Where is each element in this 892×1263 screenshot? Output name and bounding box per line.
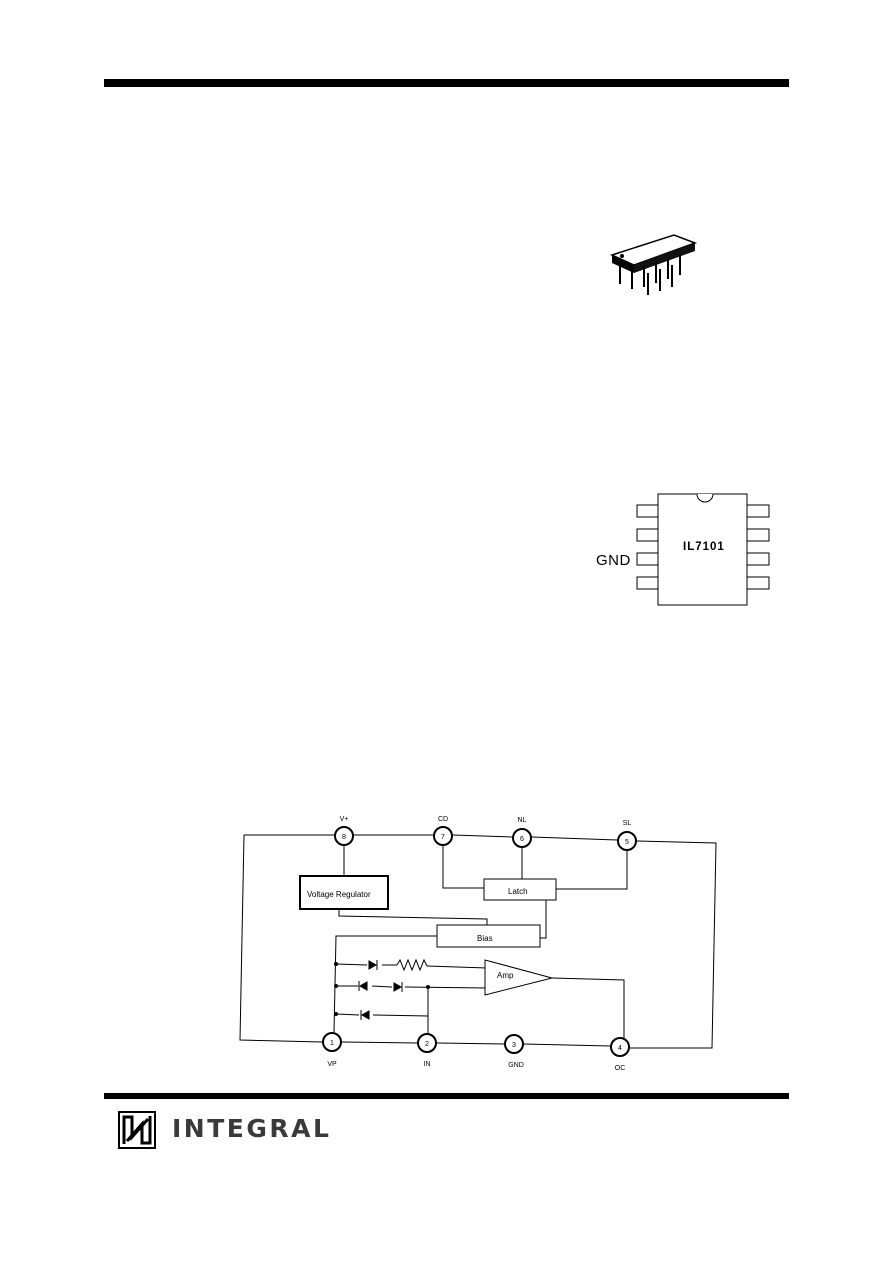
pin-2-number: 2 xyxy=(425,1041,429,1048)
block-diagram: Amp Voltage Regulator Latch Bias 1 2 3 4… xyxy=(239,816,717,1072)
pin-4-number: 4 xyxy=(618,1045,622,1052)
pin-4-label: OC xyxy=(615,1065,626,1072)
top-rule xyxy=(104,79,789,87)
brand-name: INTEGRAL xyxy=(172,1114,332,1143)
pin-6-label: NL xyxy=(518,817,527,824)
pin-8-number: 8 xyxy=(342,834,346,841)
pin-8-label: V+ xyxy=(340,816,349,823)
pin-2-label: IN xyxy=(424,1061,431,1068)
pin-6-number: 6 xyxy=(520,836,524,843)
gnd-pin-label: GND xyxy=(596,552,631,569)
latch-label: Latch xyxy=(508,887,528,896)
pin-7-label: CD xyxy=(438,816,448,823)
pin-3-label: GND xyxy=(508,1062,524,1069)
bottom-rule xyxy=(104,1093,789,1099)
integral-logo-icon xyxy=(118,1111,156,1149)
pin-5-label: SL xyxy=(623,820,632,827)
pin-3-number: 3 xyxy=(512,1042,516,1049)
amp-label: Amp xyxy=(497,971,514,980)
pin-7-number: 7 xyxy=(441,834,445,841)
pinout-diagram xyxy=(636,493,770,606)
chip-part-label: IL7101 xyxy=(683,541,725,553)
dip8-package-icon xyxy=(609,234,698,295)
pin-1-label: VP xyxy=(327,1061,337,1068)
pin-1-number: 1 xyxy=(330,1040,334,1047)
bias-label: Bias xyxy=(477,934,493,943)
pin-5-number: 5 xyxy=(625,839,629,846)
voltage-regulator-label: Voltage Regulator xyxy=(307,890,371,899)
